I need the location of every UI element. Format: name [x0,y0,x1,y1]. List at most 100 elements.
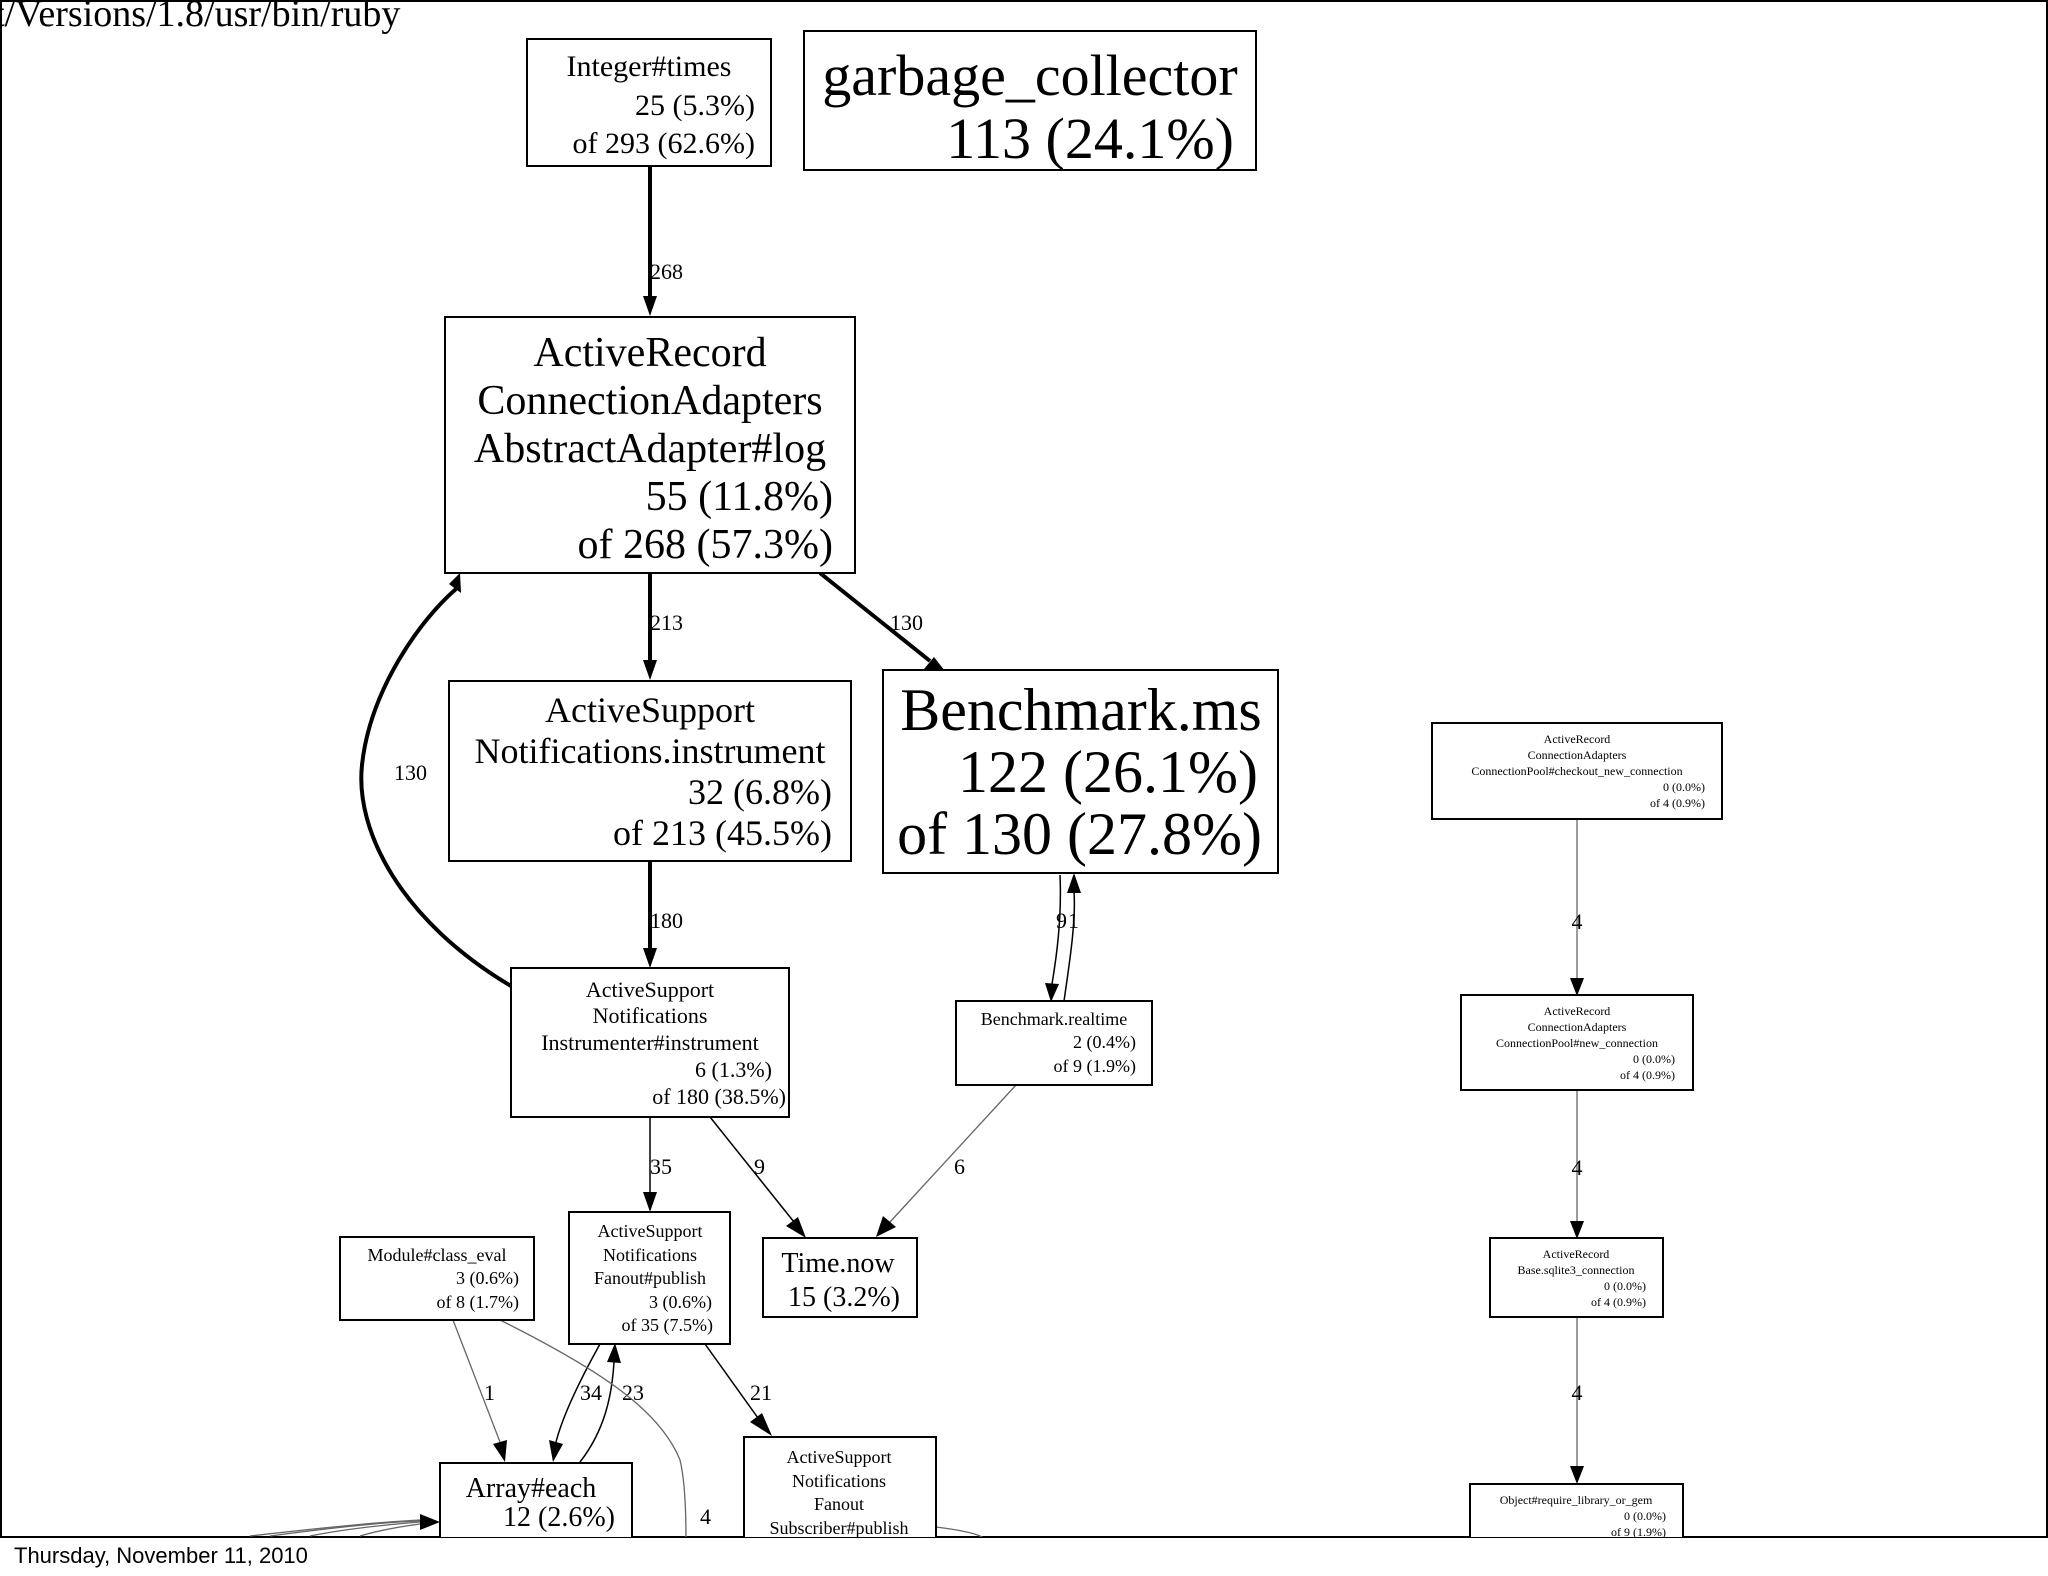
edge-label-130a: 130 [890,610,923,635]
edge-new-to-sqlite3: 4 [1570,1090,1584,1239]
edge-label-9b: 9 [754,1154,765,1179]
edge-realtime-to-time: 6 [876,1084,1017,1237]
node-total-count: of 180 (38.5%) [652,1084,786,1109]
node-self-count: 0 (0.0%) [1663,780,1705,794]
node-time-now[interactable]: Time.now 15 (3.2%) [762,1237,918,1318]
node-array-each[interactable]: Array#each 12 (2.6%) [439,1462,633,1543]
edge-class-eval-down: 4 [499,1319,711,1537]
edge-checkout-to-new: 4 [1570,819,1584,996]
node-integer-times[interactable]: Integer#times 25 (5.3%) of 293 (62.6%) [526,38,772,167]
node-title: Array#each [466,1473,597,1504]
node-title-line-2: Notifications [603,1245,697,1265]
node-title-line-2: Notifications [593,1003,708,1028]
node-as-notifications-instrument[interactable]: ActiveSupport Notifications.instrument 3… [448,680,852,862]
node-title-line-3: ConnectionPool#checkout_new_connection [1471,764,1682,778]
node-title-line-2: Notifications.instrument [475,731,826,771]
edge-each-to-fanout: 23 [579,1343,644,1463]
edge-label-9a: 9 [1056,908,1067,933]
edge-sqlite3-to-require: 4 [1570,1317,1584,1484]
node-title-line-2: ConnectionAdapters [1528,748,1627,762]
page-frame [0,0,2048,1538]
node-module-class-eval[interactable]: Module#class_eval 3 (0.6%) of 8 (1.7%) [339,1236,535,1321]
node-title-line-3: Fanout#publish [594,1268,706,1288]
node-title: Module#class_eval [368,1245,507,1265]
edge-label-1a: 1 [1068,908,1079,933]
header-path: t/Versions/1.8/usr/bin/ruby [0,0,400,35]
edge-instrumenter-to-fanout: 35 [643,1117,672,1212]
node-self-count: 3 (0.6%) [456,1268,519,1289]
node-ar-abstract-adapter-log[interactable]: ActiveRecord ConnectionAdapters Abstract… [444,316,856,574]
node-self-count: 2 (0.4%) [1073,1032,1136,1053]
node-title-line-2: Notifications [792,1471,886,1491]
footer-date: Thursday, November 11, 2010 [14,1543,308,1568]
node-title-line-1: ActiveRecord [1544,1004,1611,1018]
node-total-count: of 9 (1.9%) [1054,1056,1136,1077]
node-total-count: of 9 (1.9%) [1611,1525,1666,1539]
edge-label-34: 34 [580,1380,602,1405]
node-new-connection[interactable]: ActiveRecord ConnectionAdapters Connecti… [1460,994,1694,1091]
node-title-line-1: ActiveRecord [533,330,766,376]
node-self-count: 122 (26.1%) [958,739,1258,805]
node-title: Integer#times [567,50,732,83]
node-title: Object#require_library_or_gem [1500,1493,1653,1507]
node-total-count: of 213 (45.5%) [613,813,832,853]
node-self-count: 6 (1.3%) [695,1057,772,1082]
node-total-count: of 268 (57.3%) [578,522,833,568]
edge-label-6: 6 [954,1154,965,1179]
node-benchmark-ms[interactable]: Benchmark.ms 122 (26.1%) of 130 (27.8%) [882,669,1279,874]
node-self-count: 12 (2.6%) [503,1502,615,1533]
node-title-line-1: ActiveSupport [598,1221,703,1241]
node-self-count: 55 (11.8%) [646,474,833,520]
edge-instrument-to-instrumenter: 180 [643,861,683,968]
edge-label-268: 268 [650,259,683,284]
node-title-line-2: ConnectionAdapters [477,378,822,424]
node-total-count: of 4 (0.9%) [1591,1295,1646,1309]
edge-benchmark-to-realtime: 9 [1045,874,1067,1002]
node-garbage-collector[interactable]: garbage_collector 113 (24.1%) [803,30,1257,171]
node-self-count: 32 (6.8%) [688,772,832,812]
node-self-count: 0 (0.0%) [1624,1509,1666,1523]
node-total-count: of 293 (62.6%) [573,127,755,160]
node-self-count: 15 (3.2%) [788,1282,900,1313]
node-self-count: 25 (5.3%) [635,89,755,122]
node-title-line-3: Fanout [814,1494,864,1514]
node-title-line-1: ActiveSupport [545,690,755,730]
edge-label-1b: 1 [484,1380,495,1405]
node-sqlite3-connection[interactable]: ActiveRecord Base.sqlite3_connection 0 (… [1489,1237,1664,1318]
edge-times-to-log: 268 [643,166,683,316]
edge-label-213: 213 [650,610,683,635]
node-title-line-1: ActiveSupport [586,977,714,1002]
node-total-count: of 4 (0.9%) [1620,1068,1675,1082]
edge-label-4a: 4 [700,1504,711,1529]
node-as-instrumenter-instrument[interactable]: ActiveSupport Notifications Instrumenter… [510,967,790,1118]
edge-subscriber-right [935,1526,983,1537]
node-checkout-new-connection[interactable]: ActiveRecord ConnectionAdapters Connecti… [1431,722,1723,820]
node-as-fanout-publish[interactable]: ActiveSupport Notifications Fanout#publi… [568,1211,731,1345]
node-title-line-3: ConnectionPool#new_connection [1496,1036,1658,1050]
edge-log-to-instrument: 213 [643,573,683,680]
node-benchmark-realtime[interactable]: Benchmark.realtime 2 (0.4%) of 9 (1.9%) [955,1000,1153,1086]
node-as-subscriber-publish[interactable]: ActiveSupport Notifications Fanout Subsc… [743,1436,937,1547]
node-title-line-2: ConnectionAdapters [1528,1020,1627,1034]
edge-fanout-to-each: 34 [549,1343,602,1462]
node-title: Time.now [781,1248,895,1279]
node-self-count: 3 (0.6%) [649,1292,712,1313]
edge-log-to-benchmark: 130 [818,571,948,675]
node-title: garbage_collector [822,43,1237,108]
node-require-library-or-gem[interactable]: Object#require_library_or_gem 0 (0.0%) o… [1469,1483,1684,1554]
edge-label-4b: 4 [1572,909,1583,934]
node-title: Benchmark.ms [900,677,1262,743]
node-total-count: of 35 (7.5%) [622,1315,713,1336]
node-title-line-4: Subscriber#publish [770,1518,909,1538]
edge-label-4d: 4 [1572,1380,1583,1405]
edge-label-180: 180 [650,908,683,933]
edge-fanout-to-subscriber: 21 [704,1343,772,1436]
node-total-count: of 8 (1.7%) [437,1292,519,1313]
node-title-line-3: AbstractAdapter#log [474,426,826,472]
node-total-count: of 130 (27.8%) [897,801,1262,867]
node-title-line-1: ActiveSupport [787,1447,892,1467]
node-title: Benchmark.realtime [981,1009,1127,1029]
edge-left-to-each [249,1514,440,1537]
edge-label-23: 23 [622,1380,644,1405]
